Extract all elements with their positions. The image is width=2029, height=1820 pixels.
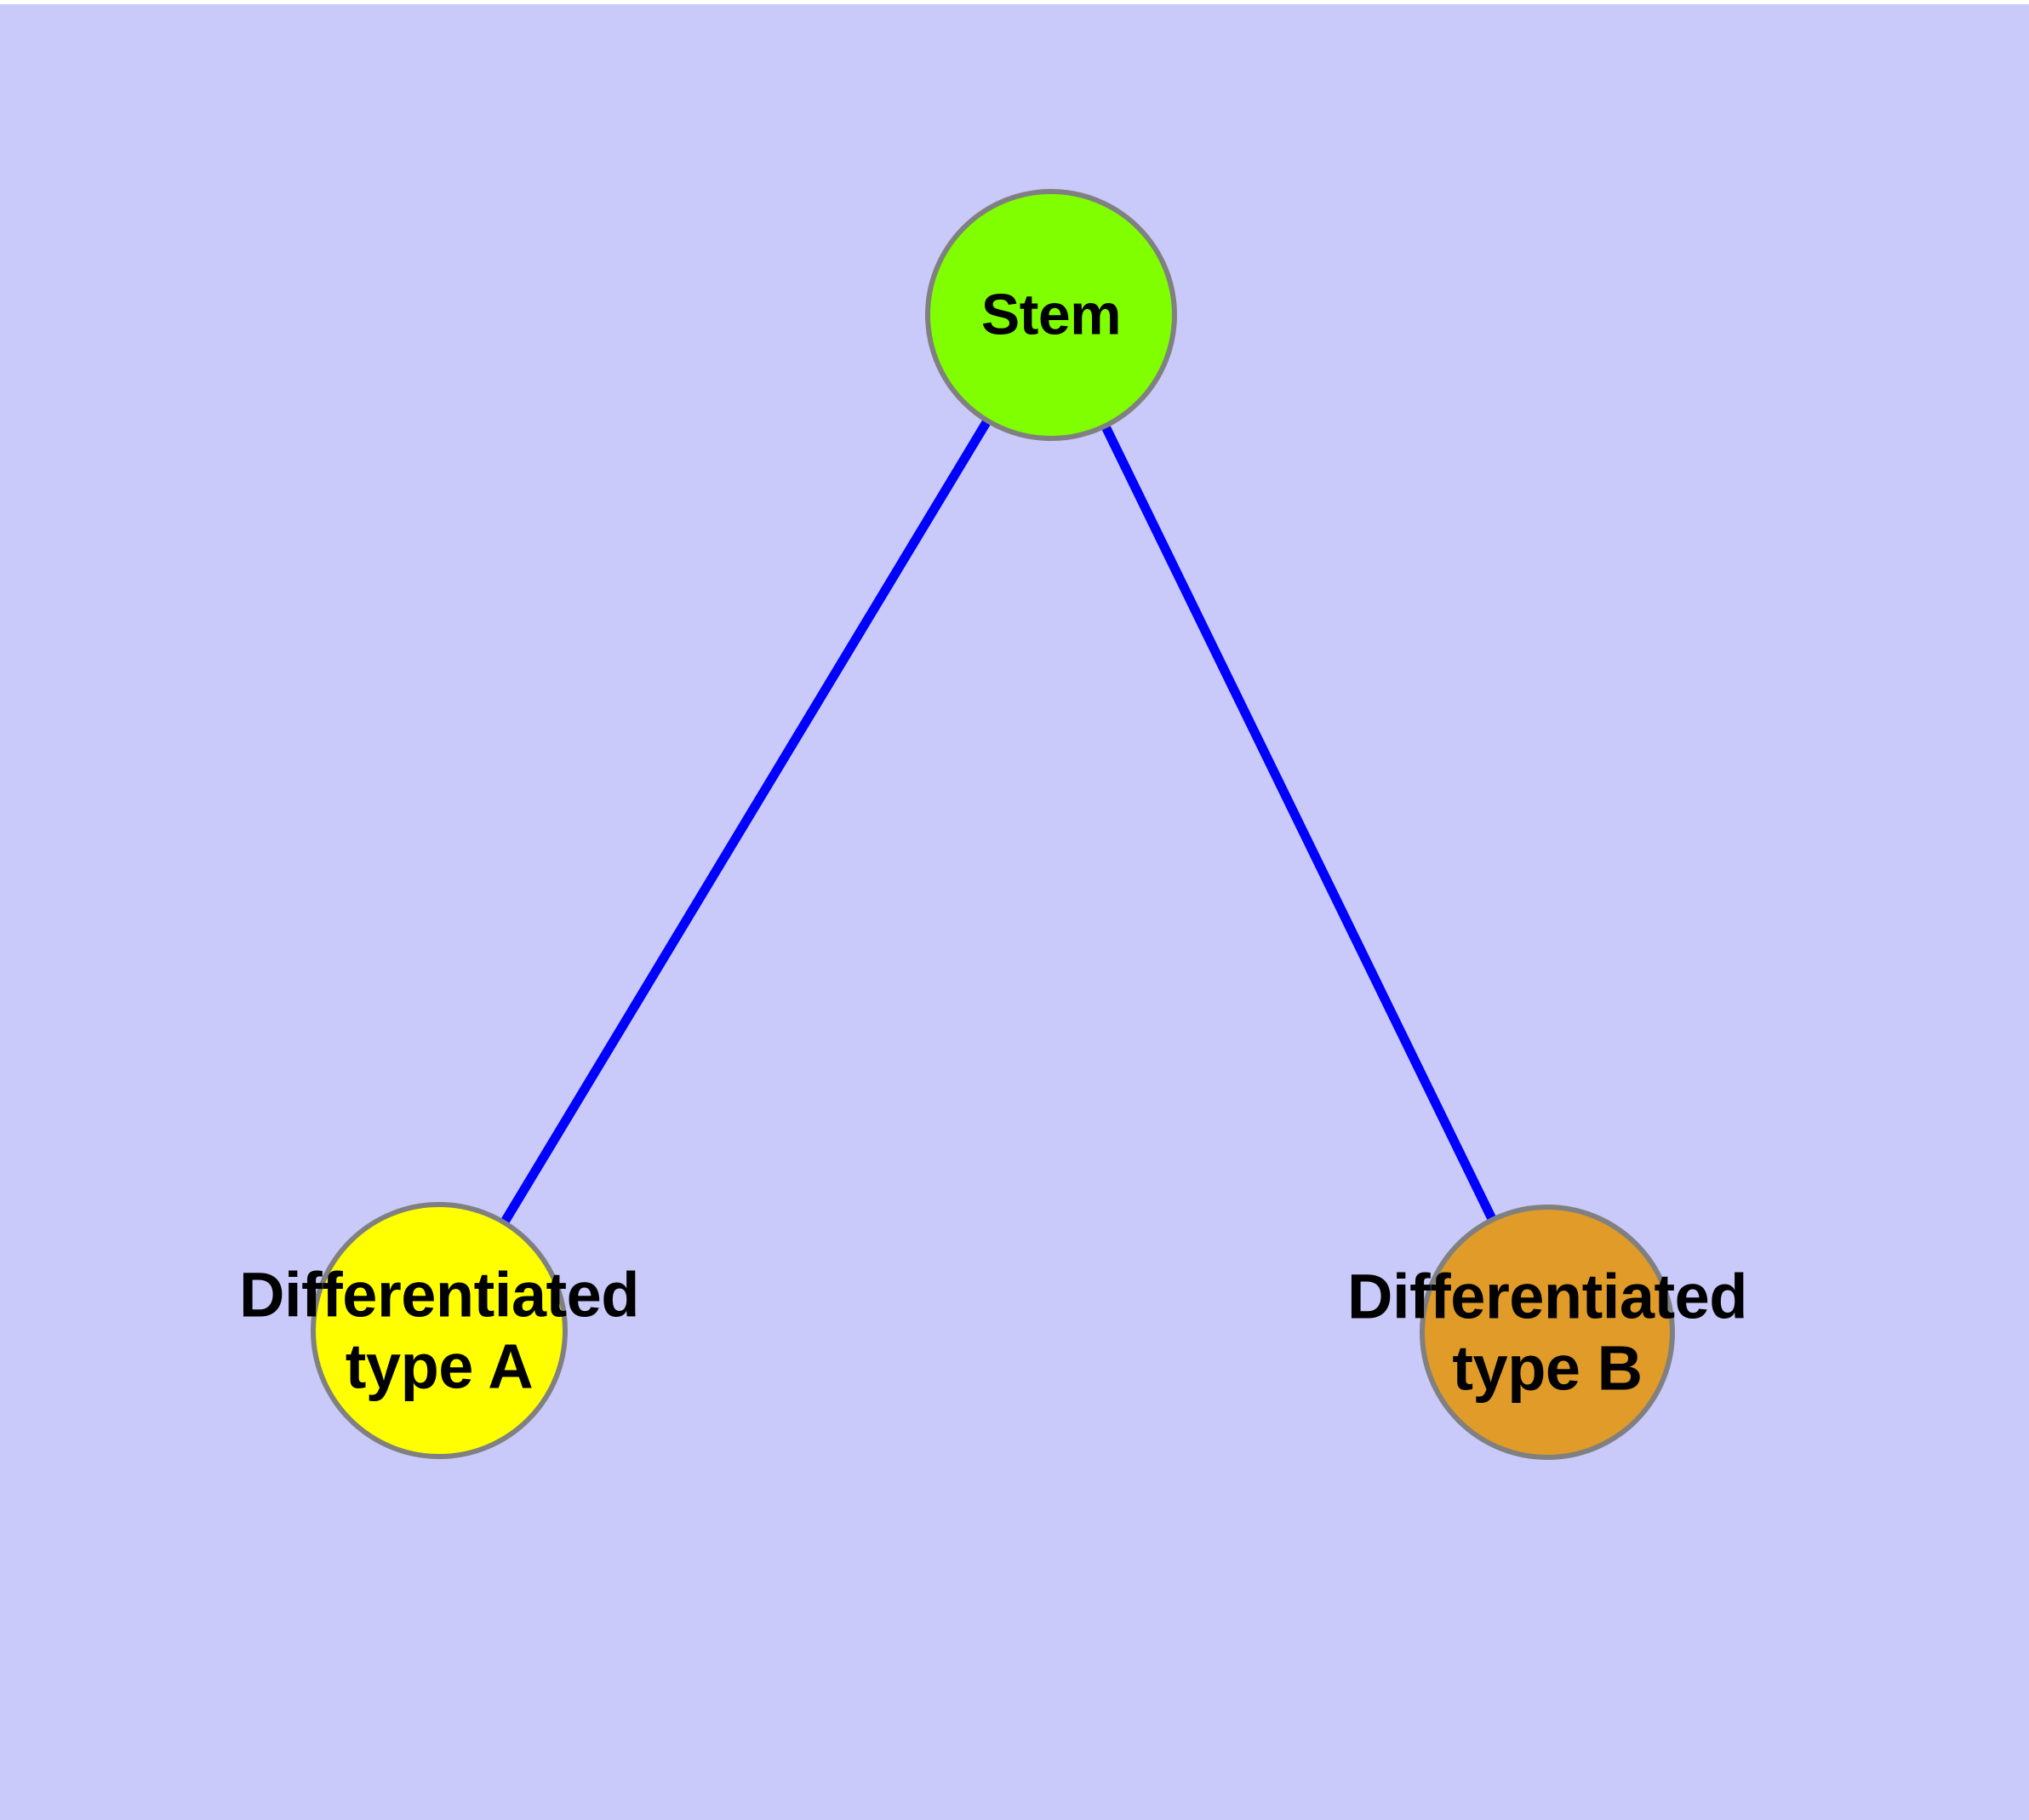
graph-node-stem[interactable] [925, 189, 1177, 441]
graph-edge-stem-to-diff_b [1100, 423, 1497, 1223]
edge-layer [500, 417, 1497, 1226]
graph-node-diff_b[interactable] [1420, 1205, 1675, 1460]
graph-edge-stem-to-diff_a [500, 417, 992, 1226]
graph-node-diff_a[interactable] [311, 1202, 568, 1459]
node-layer [311, 189, 1675, 1460]
